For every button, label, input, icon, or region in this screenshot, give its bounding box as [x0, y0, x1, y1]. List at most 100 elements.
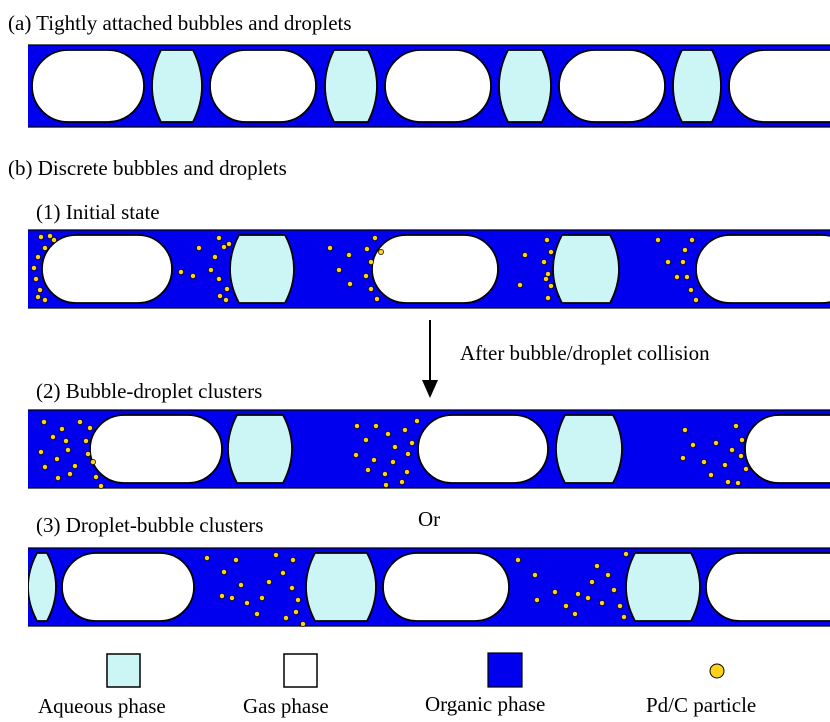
pdc-particle	[280, 570, 286, 576]
pdc-particle	[336, 267, 342, 273]
gas-bubble	[89, 414, 223, 484]
pdc-particle	[216, 276, 222, 282]
aqueous-droplet	[555, 414, 623, 484]
pdc-particle	[655, 237, 661, 243]
channel-a-tightly-attached	[28, 44, 830, 128]
state-3-title: (3) Droplet-bubble clusters	[36, 513, 264, 537]
transition-label: After bubble/droplet collision	[460, 341, 710, 365]
aqueous-droplet	[151, 49, 203, 123]
pdc-particle	[93, 474, 99, 480]
pdc-particle	[289, 585, 295, 591]
pdc-particle	[35, 254, 41, 260]
pdc-particle	[733, 423, 739, 429]
pdc-particle	[35, 294, 41, 300]
pdc-particle	[38, 234, 44, 240]
pdc-particle	[589, 579, 595, 585]
pdc-particle	[31, 265, 37, 271]
pdc-particle	[373, 423, 379, 429]
pdc-particle	[544, 237, 550, 243]
gas-bubble	[384, 49, 492, 123]
pdc-particle	[548, 283, 554, 289]
pdc-particle	[617, 603, 623, 609]
aqueous-droplet	[672, 49, 722, 123]
pdc-particle	[226, 241, 232, 247]
pdc-particle	[37, 287, 43, 293]
pdc-particle	[594, 563, 600, 569]
pdc-particle	[611, 587, 617, 593]
section-b-title: (b) Discrete bubbles and droplets	[8, 156, 287, 180]
pdc-particle	[665, 259, 671, 265]
state-1-title: (1) Initial state	[36, 200, 160, 224]
pdc-particle	[599, 600, 605, 606]
pdc-particle	[90, 459, 96, 465]
pdc-particle	[374, 296, 380, 302]
pdc-particle	[293, 609, 299, 615]
pdc-particle	[722, 462, 728, 468]
pdc-particle	[404, 469, 410, 475]
channel-b2-bubble-droplet-clusters	[28, 409, 830, 489]
pdc-particle	[409, 440, 415, 446]
pdc-particle	[364, 246, 370, 252]
pdc-particle	[682, 247, 688, 253]
pdc-particle	[390, 459, 396, 465]
pdc-particle	[682, 427, 688, 433]
pdc-particle	[708, 472, 714, 478]
pdc-particle	[743, 466, 749, 472]
pdc-particle	[42, 245, 48, 251]
pdc-particle	[572, 611, 578, 617]
pdc-particle	[353, 452, 359, 458]
pdc-particle	[371, 457, 377, 463]
channel-b1-initial-state	[28, 229, 830, 309]
pdc-particle	[83, 438, 89, 444]
gas-bubble	[417, 414, 549, 484]
pdc-particle	[534, 597, 540, 603]
pdc-particle	[221, 244, 227, 250]
pdc-particle	[392, 444, 398, 450]
pdc-particle	[365, 467, 371, 473]
pdc-particle	[59, 426, 65, 432]
pdc-particle	[399, 479, 405, 485]
pdc-particle	[229, 595, 235, 601]
pdc-particle	[42, 464, 48, 470]
pdc-particle	[283, 615, 289, 621]
pdc-particle	[383, 482, 389, 488]
pdc-particle	[41, 419, 47, 425]
pdc-particle	[605, 572, 611, 578]
legend-organic-swatch	[487, 652, 523, 688]
gas-bubble	[371, 234, 499, 304]
pdc-particle	[33, 276, 39, 282]
section-a-title: (a) Tightly attached bubbles and droplet…	[8, 11, 352, 35]
channel-b3-droplet-bubble-clusters	[28, 547, 830, 627]
pdc-particle	[346, 252, 352, 258]
gas-bubble	[728, 49, 830, 123]
pdc-particle	[368, 286, 374, 292]
pdc-particle	[378, 249, 384, 255]
aqueous-droplet	[229, 234, 295, 304]
pdc-particle	[347, 281, 353, 287]
pdc-particle	[368, 259, 374, 265]
pdc-particle	[545, 271, 551, 277]
pdc-particle	[674, 274, 680, 280]
pdc-particle	[545, 295, 551, 301]
gas-bubble	[209, 49, 317, 123]
pdc-particle	[414, 418, 420, 424]
pdc-particle	[290, 557, 296, 563]
pdc-particle	[219, 593, 225, 599]
pdc-particle	[190, 273, 196, 279]
pdc-particle	[363, 437, 369, 443]
pdc-particle	[42, 297, 48, 303]
aqueous-droplet	[625, 552, 701, 622]
pdc-particle	[259, 595, 265, 601]
legend-gas-label: Gas phase	[243, 694, 329, 718]
pdc-particle	[204, 555, 210, 561]
gas-bubble	[41, 234, 173, 304]
pdc-particle	[738, 453, 744, 459]
pdc-particle	[221, 569, 227, 575]
gas-bubble	[61, 552, 195, 622]
pdc-particle	[543, 276, 549, 282]
pdc-particle	[327, 245, 333, 251]
pdc-particle	[223, 297, 229, 303]
pdc-particle	[51, 237, 57, 243]
aqueous-droplet	[305, 552, 377, 622]
